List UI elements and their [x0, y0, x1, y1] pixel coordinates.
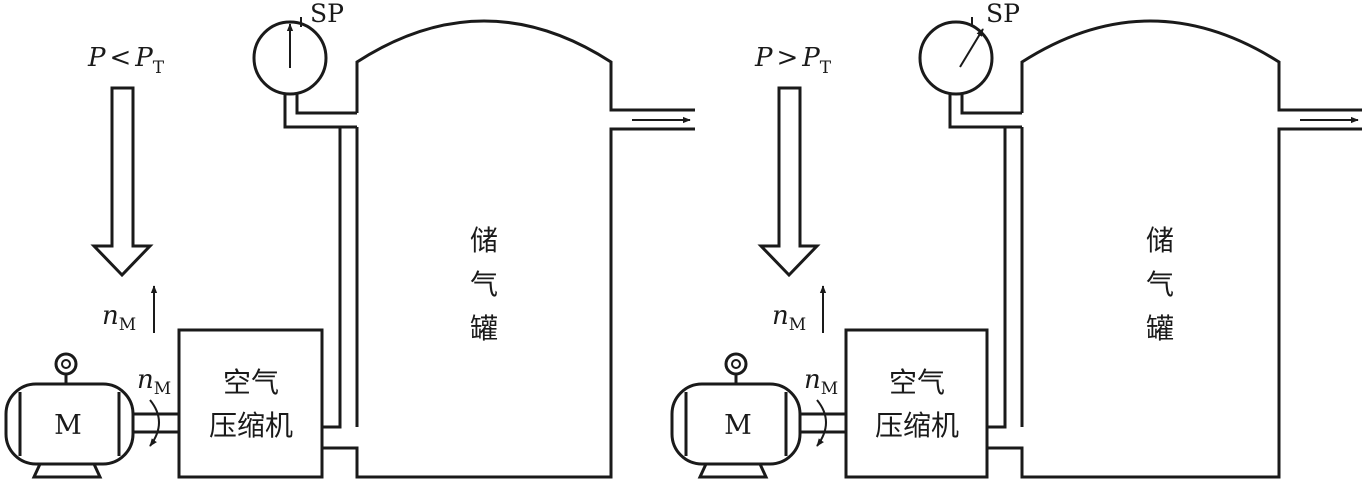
rotation-arrow: [149, 399, 160, 447]
pressure-gauge: [918, 17, 1022, 129]
storage-tank: [985, 19, 1362, 479]
gauge-label: SP: [310, 0, 344, 28]
tank-label-1: 储: [470, 224, 498, 257]
pressure-trend-arrow: [90, 86, 154, 278]
motor: [4, 352, 135, 479]
storage-tank: [320, 19, 695, 479]
compressor-label-1: 空气: [223, 366, 279, 399]
pressure-gauge: [252, 17, 357, 129]
speed-label: nM: [102, 301, 136, 335]
tank-label-3: 罐: [1146, 312, 1174, 345]
compressor-label-2: 压缩机: [875, 409, 959, 442]
speed-label: nM: [772, 301, 806, 335]
gauge-label: SP: [986, 0, 1020, 28]
tank-label-3: 罐: [470, 312, 498, 345]
motor-shaft: [800, 412, 846, 434]
shaft-speed-label: nM: [137, 365, 171, 399]
shaft-speed-label: nM: [804, 365, 838, 399]
motor: [670, 352, 802, 479]
panel-left: P<PT nM SP 储 气 罐 空气 压缩机 nM: [4, 0, 695, 479]
panel-right: P>PT nM SP 储 气 罐 空气 压缩机 nM: [670, 0, 1362, 479]
rotation-arrow: [816, 399, 827, 447]
air-compressor: [844, 328, 989, 479]
tank-label-2: 气: [470, 268, 498, 301]
motor-label: M: [54, 410, 82, 441]
air-compressor: [177, 328, 324, 479]
compressor-label-1: 空气: [889, 366, 945, 399]
motor-label: M: [724, 410, 752, 441]
tank-label-2: 气: [1146, 268, 1174, 301]
pressure-trend-arrow: [757, 86, 821, 278]
compressor-label-2: 压缩机: [209, 409, 293, 442]
motor-shaft: [133, 412, 179, 434]
condition-text: P>PT: [754, 43, 832, 78]
condition-text: P<PT: [87, 43, 165, 78]
tank-label-1: 储: [1146, 224, 1174, 257]
